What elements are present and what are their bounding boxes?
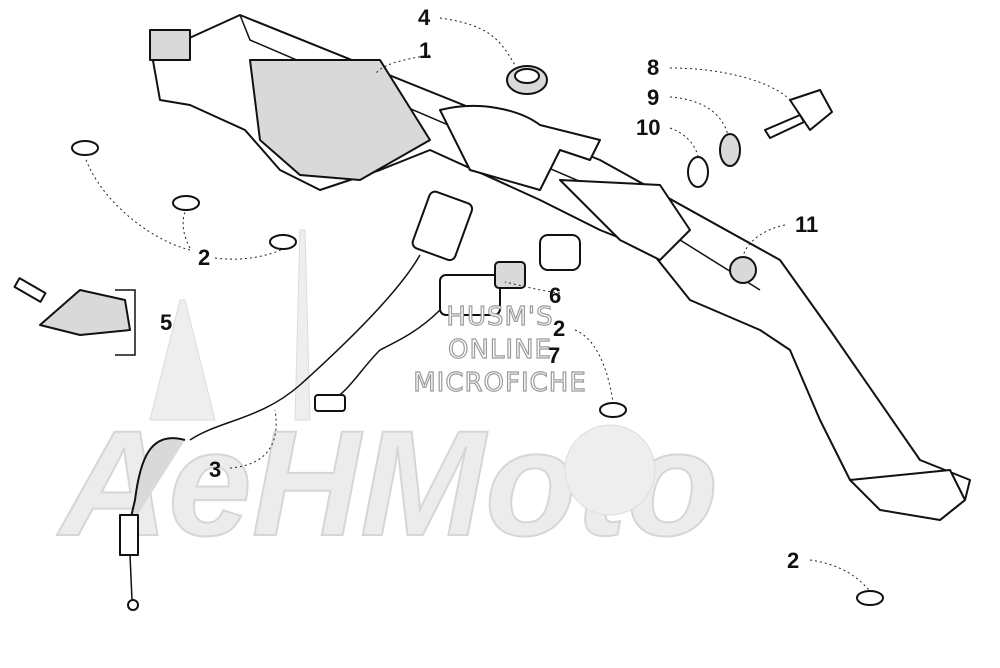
bushing [506, 65, 548, 95]
plug [729, 256, 757, 284]
bracket [13, 277, 136, 356]
callout-1: 1 [419, 38, 431, 63]
callout-2-left: 2 [198, 245, 210, 270]
callout-4: 4 [418, 5, 431, 30]
watermark-line1: HUSM'S [446, 302, 553, 332]
wire-harness [329, 309, 441, 403]
callout-3: 3 [209, 457, 221, 482]
bezel [719, 133, 741, 167]
watermark-skyline [149, 229, 656, 516]
choke-assembly [189, 190, 474, 441]
callout-2-middle: 2 [553, 316, 565, 341]
callout-2-right: 2 [787, 548, 799, 573]
watermark-line2: ONLINE [448, 335, 552, 365]
callout-9: 9 [647, 85, 659, 110]
callout-6: 6 [549, 283, 561, 308]
nut [687, 156, 709, 188]
callout-7: 7 [548, 343, 560, 368]
screws [71, 140, 884, 606]
key [764, 89, 833, 139]
mounting-tab [149, 29, 191, 61]
choke-cable [119, 437, 186, 611]
instrument-housing [149, 14, 971, 521]
leader-lines [84, 17, 871, 592]
watermark-text: HUSM'S ONLINE MICROFICHE [413, 301, 587, 398]
watermark: AeHMoto [55, 229, 719, 568]
callout-11: 11 [795, 212, 818, 237]
callout-5: 5 [160, 310, 172, 335]
callout-8: 8 [647, 55, 659, 80]
watermark-line3: MICROFICHE [413, 368, 587, 398]
ignition-switch [439, 234, 581, 316]
connector [314, 394, 346, 412]
callout-10: 10 [636, 115, 660, 140]
callouts: 1 2 2 2 3 4 5 6 7 8 9 10 11 [160, 5, 818, 573]
